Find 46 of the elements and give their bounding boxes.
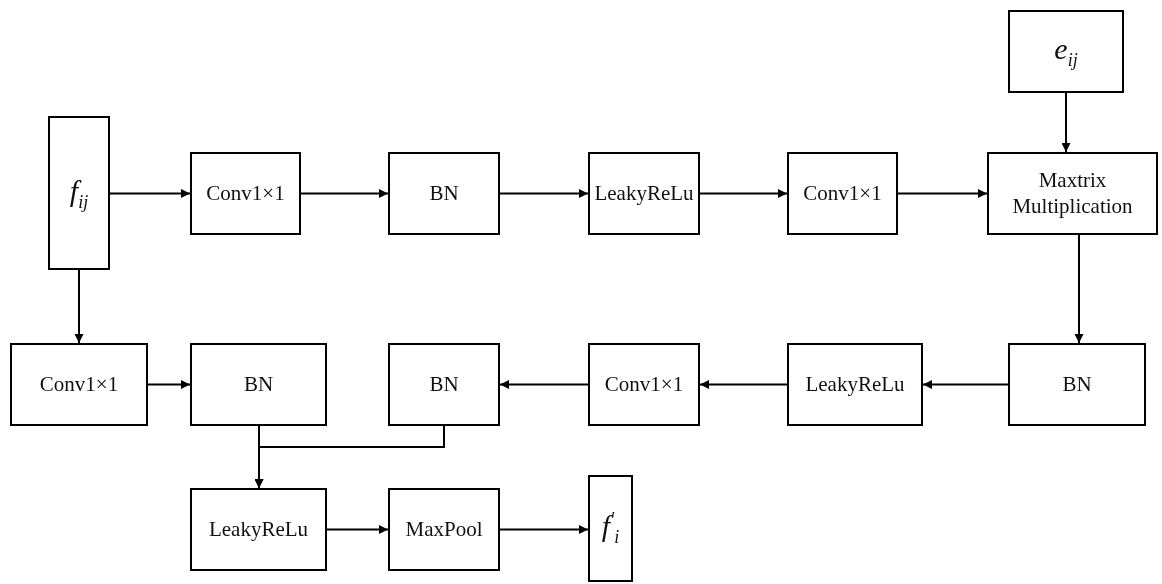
box-label: Maxtrix Multiplication <box>1011 168 1134 219</box>
box-label: MaxPool <box>405 516 483 543</box>
arrow <box>1074 234 1084 344</box>
arrow <box>499 525 589 534</box>
box-label: LeakyReLu <box>805 371 905 398</box>
symbol-box <box>1008 10 1124 93</box>
process-box <box>588 343 700 426</box>
process-box <box>388 343 500 426</box>
arrow <box>897 189 988 198</box>
process-box <box>987 152 1158 235</box>
process-box <box>388 152 500 235</box>
box-label: BN <box>1062 371 1092 398</box>
arrow <box>109 189 191 198</box>
box-label: LeakyReLu <box>594 180 694 207</box>
arrow <box>499 189 589 198</box>
box-label: BN <box>429 180 459 207</box>
process-box <box>588 152 700 235</box>
arrow <box>699 380 788 389</box>
box-label: LeakyReLu <box>208 516 309 543</box>
box-label: BN <box>243 371 274 398</box>
box-label: Conv1×1 <box>803 180 882 207</box>
box-label: Conv1×1 <box>604 371 684 398</box>
process-box <box>787 152 898 235</box>
arrow <box>300 189 389 198</box>
math-symbol: e$_{ij}$ <box>1054 31 1078 72</box>
process-box <box>190 343 327 426</box>
symbol-box <box>588 475 633 582</box>
arrow <box>326 525 389 534</box>
arrow <box>922 380 1009 389</box>
box-label: Conv1×1 <box>206 180 285 207</box>
arrow <box>699 189 788 198</box>
box-label: Conv1×1 <box>39 371 119 398</box>
arrow <box>1061 92 1071 153</box>
arrow <box>254 425 445 489</box>
process-box <box>190 488 327 571</box>
process-box <box>190 152 301 235</box>
process-box <box>10 343 148 426</box>
box-label: BN <box>429 371 459 398</box>
arrow <box>74 269 84 344</box>
process-box <box>388 488 500 571</box>
arrow <box>499 380 589 389</box>
symbol-box <box>48 116 110 270</box>
process-box <box>787 343 923 426</box>
math-symbol: f$_{ij}$ <box>69 172 89 214</box>
process-box <box>1008 343 1146 426</box>
arrow <box>147 380 191 389</box>
